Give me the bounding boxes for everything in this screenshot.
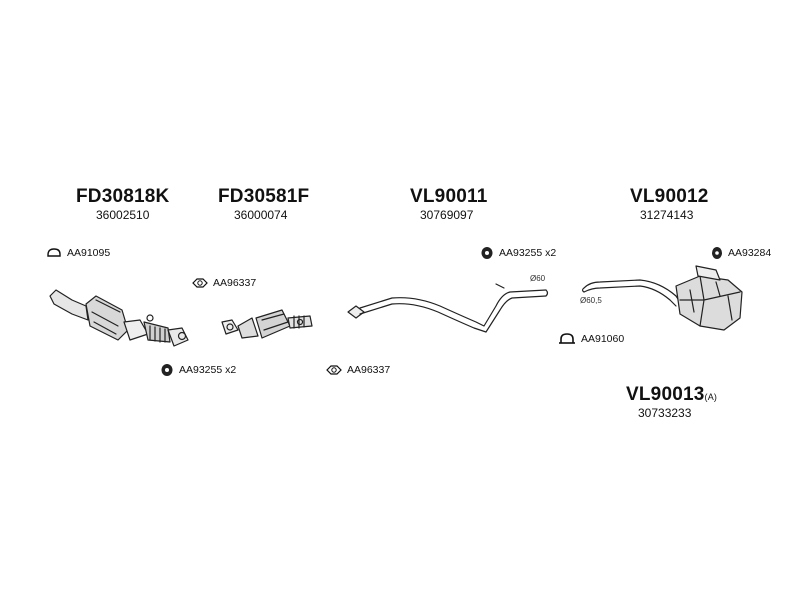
accessory-label: AA93255 x2 bbox=[179, 364, 237, 376]
accessory-aa91095: AA91095 bbox=[46, 247, 110, 259]
accessory-aa96337: AA96337 bbox=[192, 277, 256, 289]
part-code: FD30581F bbox=[218, 186, 310, 207]
catalytic-converter-fd30581f bbox=[221, 309, 313, 339]
diameter-label: Ø60,5 bbox=[580, 296, 602, 305]
accessory-label: AA93284 bbox=[728, 247, 772, 259]
rubber-mount-icon bbox=[481, 247, 493, 259]
accessory-aa96337-2: AA96337 bbox=[326, 364, 390, 376]
accessory-label: AA91095 bbox=[67, 247, 111, 259]
rubber-mount-icon bbox=[712, 247, 722, 259]
part-number: 36002510 bbox=[96, 208, 150, 222]
part-vl90012: VL90012 31274143 bbox=[630, 186, 709, 222]
part-fd30581f: FD30581F 36000074 bbox=[218, 186, 309, 222]
part-code: VL90012 bbox=[630, 186, 709, 207]
part-code: VL90011 bbox=[410, 186, 488, 207]
clamp-icon bbox=[47, 248, 61, 257]
accessory-aa93284: AA93284 bbox=[711, 246, 771, 260]
clamp-icon bbox=[559, 333, 575, 344]
intermediate-pipe-vl90011 bbox=[347, 283, 549, 333]
gasket-icon bbox=[192, 278, 208, 288]
diameter-label: Ø60 bbox=[530, 274, 546, 283]
part-number: 30769097 bbox=[420, 208, 474, 222]
accessory-aa93255-2: AA93255 x2 bbox=[480, 246, 556, 260]
part-fd30818k: FD30818K 36002510 bbox=[76, 186, 169, 222]
part-vl90013: VL90013(A) 30733233 bbox=[626, 384, 717, 420]
part-number: 31274143 bbox=[640, 208, 694, 222]
accessory-label: AA93255 x2 bbox=[499, 247, 557, 259]
rear-silencer-vl90012 bbox=[581, 265, 743, 331]
accessory-aa93255: AA93255 x2 bbox=[160, 363, 236, 377]
gasket-icon bbox=[326, 365, 342, 375]
part-code: FD30818K bbox=[76, 186, 170, 207]
part-code: VL90013 bbox=[626, 384, 705, 405]
part-number: 30733233 bbox=[638, 406, 692, 420]
part-number: 36000074 bbox=[234, 208, 288, 222]
part-suffix: (A) bbox=[704, 392, 718, 402]
accessory-label: AA96337 bbox=[347, 364, 391, 376]
accessory-aa91060: AA91060 bbox=[558, 332, 624, 346]
catalytic-converter-fd30818k bbox=[49, 289, 189, 347]
rubber-mount-icon bbox=[161, 364, 173, 376]
part-vl90011: VL90011 30769097 bbox=[410, 186, 487, 222]
accessory-label: AA91060 bbox=[581, 333, 625, 345]
accessory-label: AA96337 bbox=[213, 277, 257, 289]
